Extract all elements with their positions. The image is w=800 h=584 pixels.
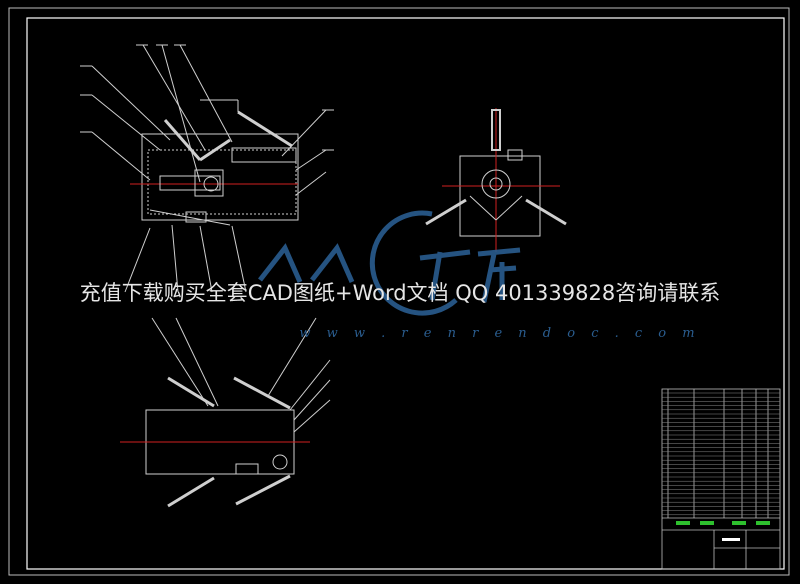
parts-list-rows — [662, 392, 780, 516]
front-view — [80, 44, 334, 293]
watermark-logo — [258, 210, 521, 316]
drawing-name-box — [722, 538, 740, 541]
side-view — [425, 108, 567, 252]
top-view — [120, 317, 331, 508]
title-block — [661, 388, 781, 570]
title-block-green-band — [676, 521, 770, 525]
inner-drawing-frame — [26, 17, 785, 570]
outer-sheet-border — [8, 7, 790, 576]
